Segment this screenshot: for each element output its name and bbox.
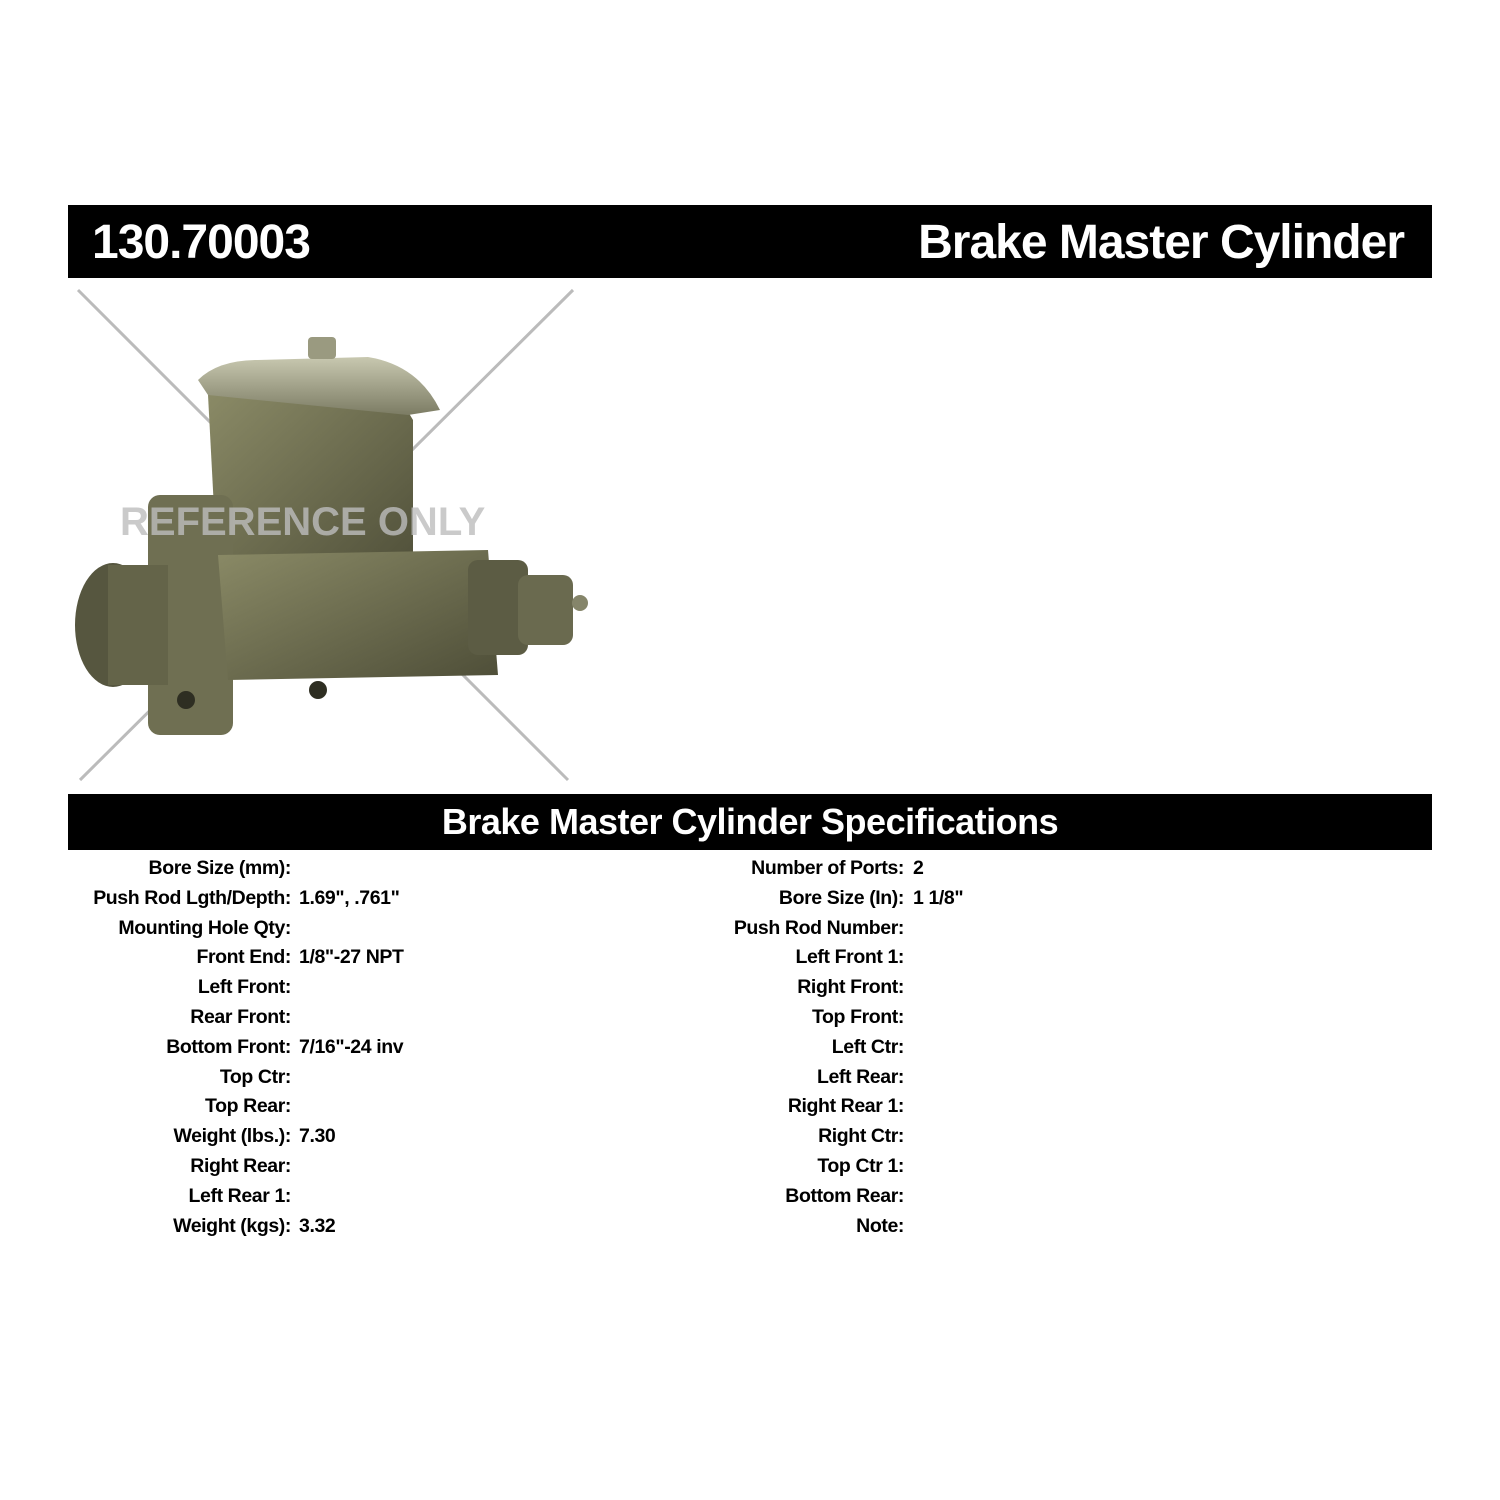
spec-value: 7.30 (299, 1125, 336, 1148)
spec-label: Weight (lbs.): (173, 1125, 291, 1148)
spec-row: Weight (kgs): 3.32 (0, 1213, 336, 1243)
spec-label: Left Front 1: (795, 946, 904, 969)
spec-row: Right Rear 1: (0, 1093, 905, 1123)
spec-row: Right Ctr: (0, 1123, 904, 1153)
spec-row: Left Rear 1: (0, 1183, 292, 1213)
spec-value: 1 1/8" (913, 886, 964, 909)
specs-title: Brake Master Cylinder Specifications (441, 801, 1059, 842)
spec-label: Left Rear: (816, 1065, 904, 1088)
spec-value: 7/16"-24 inv (299, 1035, 404, 1058)
spec-label: Number of Ports: (751, 857, 904, 879)
spec-label: Top Ctr 1: (817, 1154, 904, 1177)
title-bar: 130.70003 Brake Master Cylinder (68, 205, 1432, 278)
spec-row: Bore Size (In): 1 1/8" (0, 885, 964, 915)
spec-row: Push Rod Number: (0, 915, 905, 945)
spec-row: Right Front: (0, 974, 904, 1004)
spec-row: Bottom Rear: (0, 1183, 904, 1213)
spec-row: Top Ctr 1: (0, 1153, 904, 1183)
spec-row: Front End: 1/8"-27 NPT (0, 944, 404, 974)
spec-row: Left Rear: (0, 1064, 904, 1094)
spec-row: Left Ctr: (0, 1034, 905, 1064)
specs-title-bar: Brake Master Cylinder Specifications (68, 794, 1432, 850)
spec-label: Bore Size (mm): (148, 857, 292, 879)
spec-row: Left Front: (0, 974, 291, 1004)
spec-value: 3.32 (299, 1214, 336, 1237)
spec-label: Rear Front: (190, 1005, 291, 1028)
spec-label: Top Ctr: (219, 1065, 292, 1088)
spec-value: 2 (913, 857, 924, 879)
spec-row: Bore Size (mm): (0, 855, 292, 885)
spec-row: Right Rear: (0, 1153, 291, 1183)
spec-row: Weight (lbs.): 7.30 (0, 1123, 335, 1153)
product-name: Brake Master Cylinder (918, 216, 1405, 269)
spec-label: Left Ctr: (831, 1035, 905, 1058)
spec-value: 1.69", .761" (299, 886, 400, 909)
spec-row: Left Front 1: (0, 944, 904, 974)
spec-label: Left Rear 1: (188, 1184, 292, 1207)
spec-label: Bottom Front: (166, 1035, 291, 1058)
spec-label: Push Rod Number: (733, 916, 905, 939)
spec-row: Mounting Hole Qty: (0, 915, 291, 945)
spec-label: Note: (856, 1214, 904, 1237)
spec-label: Right Rear 1: (787, 1095, 905, 1118)
spec-row: Rear Front: (0, 1004, 291, 1034)
spec-row: Bottom Front: 7/16"-24 inv (0, 1034, 403, 1064)
spec-label: Right Rear: (190, 1154, 291, 1177)
part-number: 130.70003 (92, 216, 311, 269)
spec-label: Front End: (196, 946, 291, 969)
spec-label: Right Ctr: (818, 1125, 904, 1148)
spec-row: Top Front: (0, 1004, 904, 1034)
spec-row: Number of Ports: 2 (0, 855, 924, 885)
spec-row: Top Ctr: (0, 1064, 292, 1094)
spec-label: Mounting Hole Qty: (118, 916, 291, 939)
spec-label: Top Front: (811, 1005, 904, 1028)
spec-label: Bottom Rear: (785, 1184, 904, 1207)
spec-row: Top Rear: (0, 1093, 291, 1123)
product-image: REFERENCE ONLY (68, 285, 588, 785)
spec-label: Top Rear: (205, 1095, 291, 1118)
watermark-text: REFERENCE ONLY (120, 500, 486, 544)
spec-label: Left Front: (197, 976, 291, 999)
master-cylinder-illustration: REFERENCE ONLY (75, 288, 588, 782)
spec-value: 1/8"-27 NPT (299, 946, 404, 969)
spec-row: Note: (0, 1213, 904, 1243)
spec-label: Bore Size (In): (778, 886, 904, 909)
spec-row: Push Rod Lgth/Depth: 1.69", .761" (0, 885, 400, 915)
spec-label: Push Rod Lgth/Depth: (93, 886, 291, 909)
spec-label: Weight (kgs): (173, 1214, 291, 1237)
spec-label: Right Front: (797, 976, 904, 999)
specs-left-column: Bore Size (mm): Push Rod Lgth/Depth: 1.69"… (0, 855, 404, 1243)
